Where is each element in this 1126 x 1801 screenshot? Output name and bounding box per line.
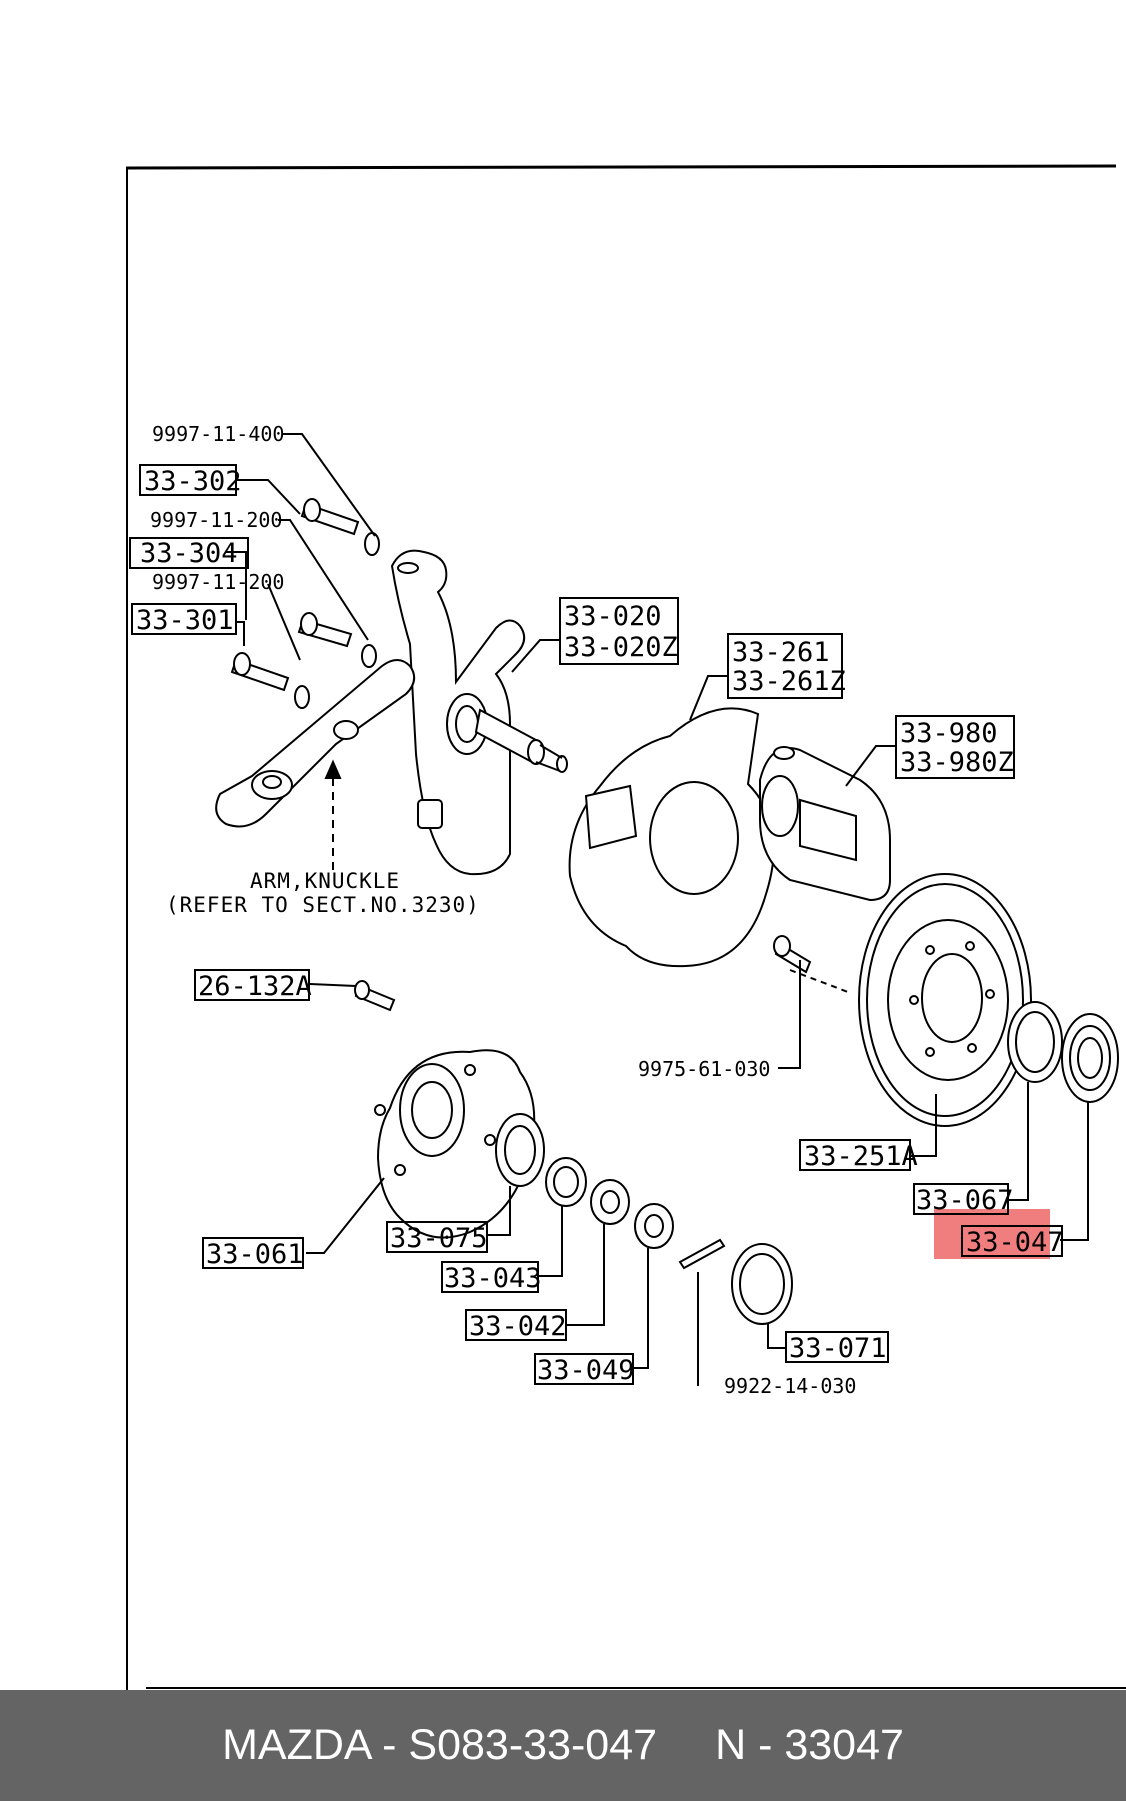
- arm-drawing: [215, 659, 416, 828]
- label-33-251a: 33-251A: [804, 1141, 918, 1172]
- wheel-hub-drawing: [374, 1049, 536, 1239]
- label-33-075: 33-075: [390, 1223, 488, 1254]
- label-33-067: 33-067: [916, 1185, 1014, 1216]
- rotor-bolt-drawing: [773, 935, 812, 974]
- label-33-071: 33-071: [789, 1333, 887, 1364]
- label-33-061: 33-061: [206, 1239, 304, 1270]
- label-33-020z: 33-020Z: [564, 632, 678, 663]
- footer-part-number: MAZDA - S083-33-047: [222, 1721, 658, 1769]
- label-33-304: 33-304: [140, 538, 238, 569]
- label-9922-14-030: 9922-14-030: [724, 1374, 856, 1398]
- label-9975-61-030: 9975-61-030: [638, 1057, 770, 1081]
- label-33-980z: 33-980Z: [900, 747, 1014, 778]
- label-9997-11-400: 9997-11-400: [152, 422, 284, 446]
- label-26-132a: 26-132A: [198, 971, 312, 1002]
- label-33-047: 33-047: [966, 1227, 1064, 1258]
- label-33-042: 33-042: [469, 1311, 567, 1342]
- brake-rotor-drawing: [858, 873, 1032, 1127]
- label-33-043: 33-043: [444, 1263, 542, 1294]
- label-33-049: 33-049: [537, 1355, 635, 1386]
- seal-bearing-right-drawing: [1007, 1001, 1119, 1103]
- footer-bar: MAZDA - S083-33-047 N - 33047: [0, 1690, 1126, 1801]
- note-arm-knuckle: ARM,KNUCKLE: [250, 869, 400, 893]
- label-boxes: [129, 464, 1063, 1385]
- label-33-302: 33-302: [144, 466, 242, 497]
- frame-lines: [125, 164, 1126, 1690]
- label-9997-11-200-a: 9997-11-200: [150, 508, 282, 532]
- leader-lines: [226, 433, 1089, 1386]
- steering-knuckle-drawing: [390, 549, 568, 876]
- small-parts-drawing: [495, 1113, 793, 1325]
- note-refer-section: (REFER TO SECT.NO.3230): [166, 893, 480, 917]
- label-33-261z: 33-261Z: [732, 666, 846, 697]
- label-33-301: 33-301: [136, 605, 234, 636]
- hub-stud-drawing: [354, 980, 396, 1012]
- reference-arrow: [324, 759, 849, 993]
- caliper-drawing: [759, 746, 891, 902]
- label-33-980: 33-980: [900, 718, 998, 749]
- label-9997-11-200-b: 9997-11-200: [152, 570, 284, 594]
- label-33-261: 33-261: [732, 637, 830, 668]
- highlight-box: [934, 1209, 1050, 1259]
- footer-ref-number: N - 33047: [715, 1721, 904, 1769]
- dust-shield-drawing: [568, 707, 775, 968]
- label-33-020: 33-020: [564, 601, 662, 632]
- exploded-parts-diagram: 9997-11-400 33-302 9997-11-200 33-304 99…: [125, 164, 1126, 1690]
